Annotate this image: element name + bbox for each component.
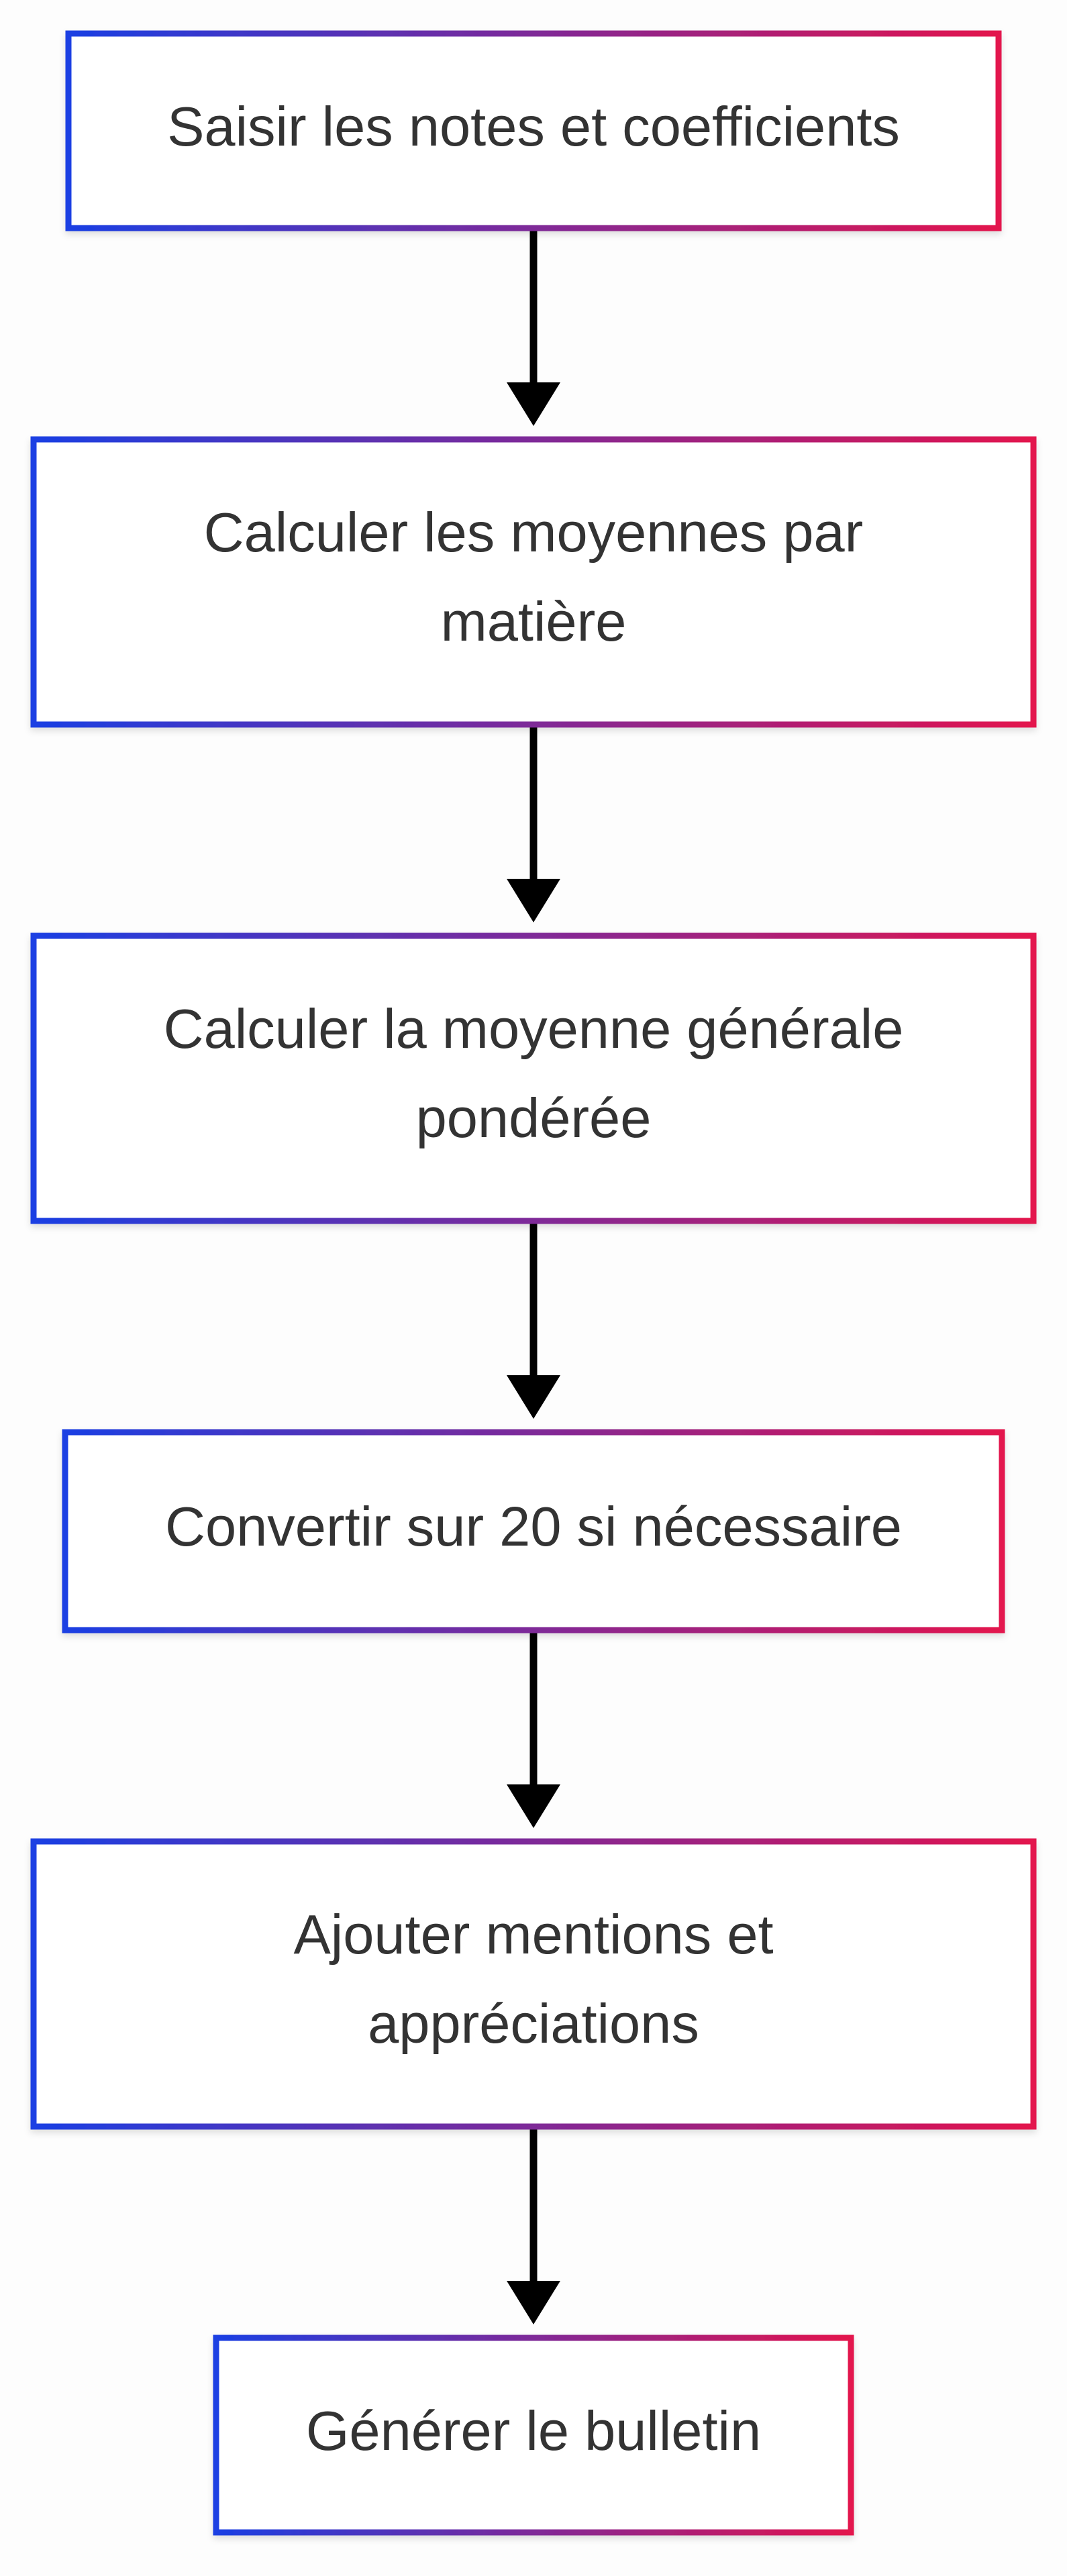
step-6-label: Générer le bulletin [306,2400,761,2462]
connector-arrow-3 [507,1222,560,1419]
step-box-enter-grades: Saisir les notes et coefficients [65,30,1002,231]
step-box-generate-report: Générer le bulletin [213,2334,854,2536]
connector-arrow-2 [507,726,560,922]
step-2-label-line-2: matière [441,590,627,653]
connector-arrow-1 [507,229,560,426]
connector-arrow-4 [507,1631,560,1828]
step-5-label-line-2: appréciations [368,1992,699,2055]
step-box-add-comments: Ajouter mentions et appréciations [30,1838,1037,2130]
step-5-label-line-1: Ajouter mentions et [293,1903,773,1966]
step-3-label-line-1: Calculer la moyenne générale [164,998,904,1060]
step-2-label-line-1: Calculer les moyennes par [204,501,864,564]
step-box-subject-averages: Calculer les moyennes par matière [30,436,1037,728]
connector-arrow-5 [507,2128,560,2324]
step-4-label: Convertir sur 20 si nécessaire [165,1495,902,1558]
step-3-label-line-2: pondérée [416,1087,652,1149]
step-1-label: Saisir les notes et coefficients [167,95,900,158]
step-box-convert-to-20: Convertir sur 20 si nécessaire [62,1429,1005,1633]
step-box-weighted-average: Calculer la moyenne générale pondérée [30,932,1037,1224]
